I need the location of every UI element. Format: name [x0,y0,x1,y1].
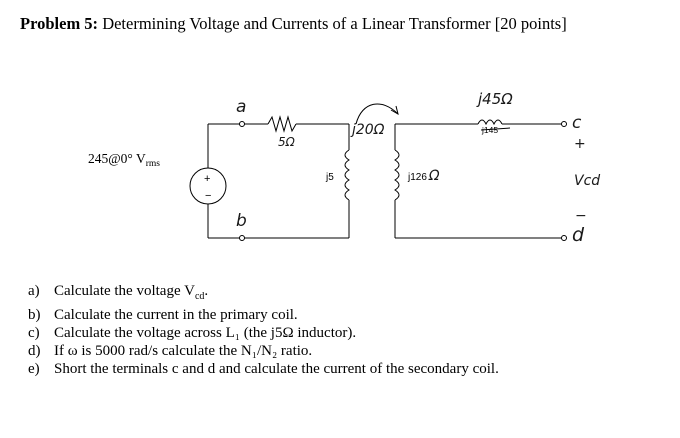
resistor-5ohm [267,115,297,133]
secondary-coil [394,149,400,201]
question-item: a) Calculate the voltage Vcd. [28,282,499,306]
problem-number: Problem 5: [20,14,99,33]
voltage-source [189,167,227,205]
vcd-label: Vcd [574,173,600,189]
question-item: d) If ω is 5000 rad/s calculate the N₁/N… [28,342,499,360]
terminal-d [561,235,567,241]
source-minus: − [205,190,211,202]
load-inductor [477,119,503,126]
question-item: c) Calculate the voltage across L₁ (the … [28,324,499,342]
node-a-label: a [236,97,246,117]
load-crossed-label: j145 [481,125,498,135]
question-item: e) Short the terminals c and d and calcu… [28,360,499,378]
question-item: b) Calculate the current in the primary … [28,306,499,324]
primary-label: j5 [325,172,334,183]
load-strike-line [480,127,511,131]
question-text: Short the terminals c and d and calculat… [54,361,499,377]
vcd-minus: − [575,208,587,224]
problem-title: Problem 5: Determining Voltage and Curre… [20,14,567,34]
question-text: Calculate the current in the primary coi… [54,307,298,323]
terminal-b [239,235,245,241]
question-letter: b) [28,307,41,323]
question-text: Calculate the voltage Vcd. [54,283,209,302]
question-text: Calculate the voltage across L₁ (the j5Ω… [54,325,357,341]
question-text: If ω is 5000 rad/s calculate the N₁/N₂ r… [54,343,313,359]
mutual-arrow [355,103,399,125]
mutual-label: j20Ω [350,122,385,138]
node-c-label: c [572,113,582,133]
node-d-label: d [572,224,585,246]
terminal-c [561,121,567,127]
question-list: a) Calculate the voltage Vcd. b) Calcula… [28,282,499,378]
node-b-label: b [236,211,247,231]
question-letter: d) [28,343,41,359]
terminal-a [239,121,245,127]
question-letter: a) [28,283,40,299]
question-letter: c) [28,325,40,341]
source-label: 245@0° Vrms [88,151,160,169]
question-letter: e) [28,361,40,377]
source-plus: + [204,173,210,185]
resistor-label: 5Ω [278,135,296,149]
primary-coil [344,149,350,201]
vcd-plus: + [574,136,586,152]
problem-heading: Determining Voltage and Currents of a Li… [102,14,567,33]
mutual-arrowhead [390,105,399,116]
load-label: j45Ω [476,90,513,108]
